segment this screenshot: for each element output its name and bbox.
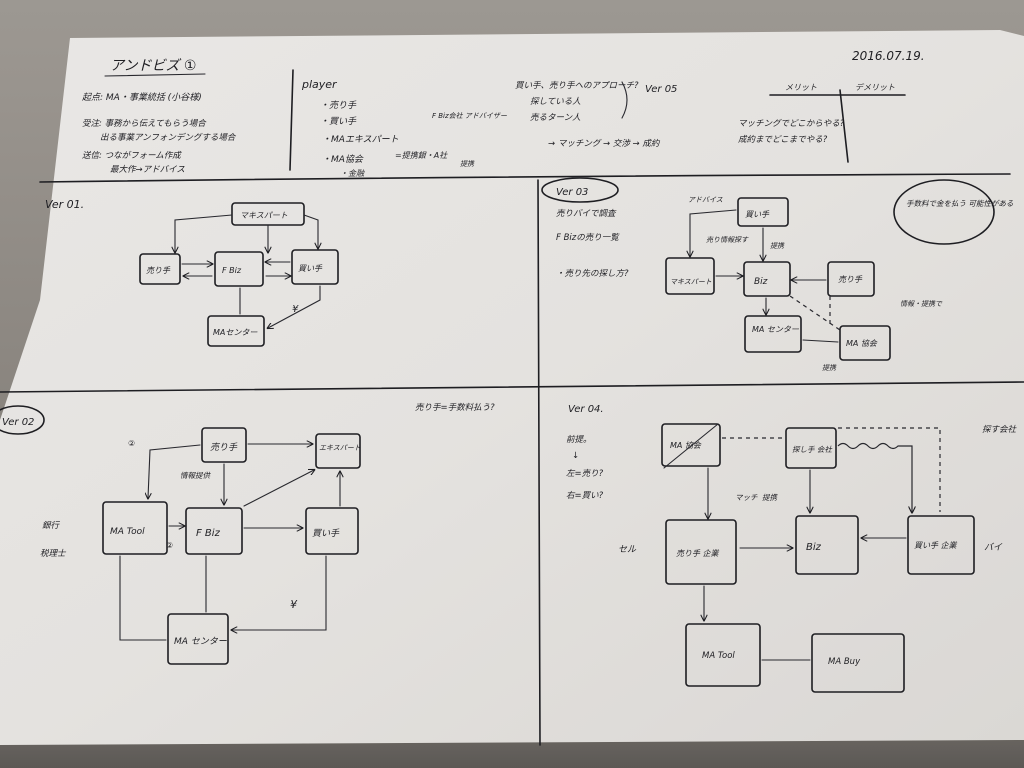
- svg-text:買い手: 買い手: [312, 528, 340, 539]
- svg-text:F Biz: F Biz: [222, 266, 242, 275]
- sketch-date: 2016.07.19.: [852, 49, 925, 63]
- svg-text:銀行: 銀行: [42, 520, 61, 531]
- svg-text:F Biz: F Biz: [196, 528, 221, 539]
- svg-text:提携: 提携: [770, 242, 785, 250]
- summary-notes: 起点: MA・事業統括 (小谷様) 受注: 事務から伝えてもらう場合 出る事業ア…: [82, 92, 237, 175]
- svg-text:②: ②: [166, 541, 173, 550]
- svg-text:成約までどこまでやる?: 成約までどこまでやる?: [738, 134, 828, 145]
- svg-text:最大作→アドバイス: 最大作→アドバイス: [110, 164, 185, 175]
- svg-text:¥: ¥: [292, 304, 299, 315]
- svg-text:メリット: メリット: [785, 83, 817, 92]
- svg-text:マッチングでどこからやる?: マッチングでどこからやる?: [738, 118, 845, 129]
- section-ver03: Ver 03 売りバイで調査 F Bizの売り一覧 ・売り先の探し方? アドバイ…: [541, 177, 1014, 372]
- svg-text:¥: ¥: [290, 598, 298, 611]
- svg-text:→ マッチング → 交渉 → 成約: → マッチング → 交渉 → 成約: [548, 138, 661, 149]
- svg-text:売り手: 売り手: [838, 275, 863, 284]
- sketch-title: アンドビズ ①: [110, 58, 196, 74]
- section-ver04: Ver 04. 前提。 ↓ 左=売り? 右=買い? 探す会社 MA 協会 探し手…: [566, 404, 1018, 693]
- svg-text:探し手 会社: 探し手 会社: [792, 445, 833, 454]
- svg-text:マキスパート: マキスパート: [670, 278, 712, 286]
- svg-text:バイ: バイ: [984, 542, 1003, 553]
- svg-text:マキスパート: マキスパート: [240, 211, 288, 220]
- svg-text:受注: 事務から伝えてもらう場合: 受注: 事務から伝えてもらう場合: [82, 118, 207, 129]
- svg-text:MA Tool: MA Tool: [702, 651, 735, 661]
- svg-text:Ver 02: Ver 02: [2, 417, 34, 428]
- divider-header-1: [289, 69, 294, 171]
- svg-text:Biz: Biz: [806, 542, 822, 553]
- divider-horizontal-top: [39, 173, 1011, 183]
- divider-horizontal-middle: [0, 381, 1024, 393]
- svg-text:情報提供: 情報提供: [180, 471, 211, 480]
- svg-text:右=買い?: 右=買い?: [566, 490, 604, 501]
- svg-text:買い手: 買い手: [745, 210, 770, 219]
- svg-text:売り情報探す: 売り情報探す: [706, 236, 749, 244]
- svg-text:MAセンター: MAセンター: [213, 328, 258, 337]
- svg-text:探している人: 探している人: [530, 96, 581, 107]
- svg-text:②: ②: [128, 439, 135, 448]
- divider-vertical: [537, 179, 541, 746]
- section-ver01: Ver 01. マキスパート 売り手 F Biz 買い手 MAセンター ¥: [45, 198, 339, 347]
- svg-text:提携: 提携: [762, 493, 778, 502]
- svg-text:Ver 01.: Ver 01.: [45, 198, 84, 211]
- svg-text:F Bizの売り一覧: F Bizの売り一覧: [556, 232, 620, 243]
- svg-text:手数料で金を払う 可能性がある: 手数料で金を払う 可能性がある: [906, 199, 1014, 208]
- svg-text:Biz: Biz: [754, 277, 768, 287]
- svg-text:MA 協会: MA 協会: [670, 441, 702, 450]
- svg-text:・MAエキスパート: ・MAエキスパート: [322, 134, 399, 145]
- svg-text:売るターン人: 売るターン人: [530, 112, 581, 123]
- svg-text:税理士: 税理士: [40, 548, 67, 559]
- question-notes: 買い手、売り手へのアプローチ? 探している人 売るターン人 → マッチング → …: [515, 80, 895, 149]
- svg-text:・買い手: ・買い手: [320, 116, 357, 127]
- svg-text:エキスパート: エキスパート: [319, 444, 361, 452]
- note-bubble: [893, 179, 995, 245]
- svg-text:Ver 04.: Ver 04.: [568, 404, 604, 415]
- svg-text:提携: 提携: [822, 364, 837, 372]
- svg-text:探す会社: 探す会社: [982, 424, 1018, 435]
- svg-text:=提携銀・A社: =提携銀・A社: [395, 151, 448, 160]
- svg-text:左=売り?: 左=売り?: [566, 468, 604, 479]
- svg-text:MA センター: MA センター: [174, 636, 228, 647]
- svg-text:Ver 05: Ver 05: [645, 84, 677, 95]
- svg-text:起点: MA・事業統括 (小谷様): 起点: MA・事業統括 (小谷様): [82, 92, 202, 103]
- svg-text:・売り手: ・売り手: [320, 100, 357, 111]
- svg-text:F Biz会社 アドバイザー: F Biz会社 アドバイザー: [432, 112, 508, 120]
- svg-text:売り手: 売り手: [210, 442, 238, 453]
- svg-text:・金融: ・金融: [340, 169, 365, 178]
- svg-text:マッチ: マッチ: [735, 493, 758, 502]
- svg-text:MA 協会: MA 協会: [846, 339, 878, 348]
- svg-text:・MA協会: ・MA協会: [322, 154, 364, 165]
- svg-text:提携: 提携: [460, 160, 475, 168]
- section-ver02: Ver 02 売り手=手数料払う? 売り手 エキスパート MA Tool F B…: [0, 402, 495, 665]
- svg-text:買い手: 買い手: [298, 264, 323, 273]
- svg-text:デメリット: デメリット: [855, 83, 895, 92]
- svg-text:売りバイで調査: 売りバイで調査: [556, 208, 617, 219]
- svg-text:売り手=手数料払う?: 売り手=手数料払う?: [415, 402, 495, 413]
- svg-text:player: player: [301, 78, 338, 91]
- svg-text:MA Buy: MA Buy: [828, 657, 861, 667]
- svg-text:売り手 企業: 売り手 企業: [676, 549, 720, 558]
- svg-text:出る事業アンフォンデングする場合: 出る事業アンフォンデングする場合: [100, 132, 237, 143]
- svg-text:↓: ↓: [572, 451, 579, 461]
- svg-text:アドバイス: アドバイス: [688, 196, 723, 204]
- svg-text:MA Tool: MA Tool: [110, 527, 145, 537]
- svg-text:買い手、売り手へのアプローチ?: 買い手、売り手へのアプローチ?: [515, 80, 639, 91]
- svg-text:送信: つながフォーム作成: 送信: つながフォーム作成: [82, 150, 182, 161]
- svg-text:セル: セル: [618, 545, 637, 555]
- svg-text:売り手: 売り手: [146, 266, 171, 275]
- svg-text:前提。: 前提。: [566, 434, 592, 445]
- svg-text:情報・提携で: 情報・提携で: [900, 300, 943, 308]
- svg-text:MA センター: MA センター: [752, 325, 800, 334]
- svg-text:買い手 企業: 買い手 企業: [914, 541, 958, 550]
- svg-text:Ver 03: Ver 03: [556, 187, 588, 198]
- svg-text:・売り先の探し方?: ・売り先の探し方?: [556, 268, 629, 279]
- player-list: player ・売り手 ・買い手 ・MAエキスパート ・MA協会 ・金融 F B…: [301, 78, 508, 178]
